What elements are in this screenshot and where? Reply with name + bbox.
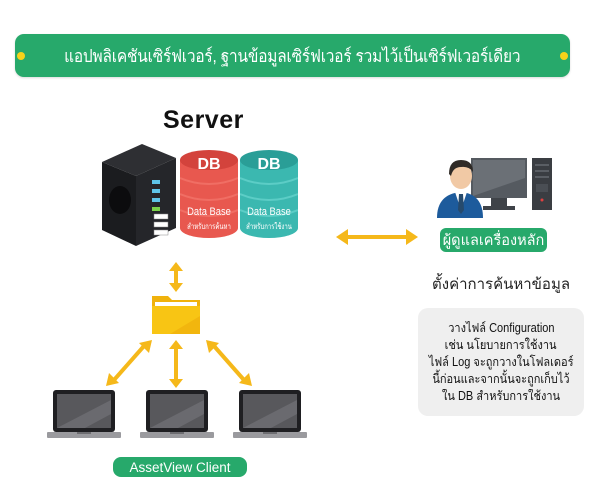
db-head-label: DB: [257, 156, 281, 173]
database-icon: [240, 150, 298, 238]
db-head-label: DB: [197, 156, 221, 173]
note-line: นี้ก่อนและจากนั้นจะถูกเก็บไว้: [432, 371, 570, 386]
db-purpose-label: สำหรับการค้นหา: [187, 222, 231, 231]
database-icon: [180, 150, 238, 238]
db-name-label: Data Base: [247, 206, 291, 218]
double-arrow-server-admin-icon: [336, 229, 418, 245]
note-line: เช่น นโยบายการใช้งาน: [445, 337, 557, 352]
server-label: Server: [163, 106, 244, 134]
database-usage: DB Data Base สำหรับการใช้งาน: [240, 150, 298, 238]
bullet-dot-right: [559, 51, 568, 60]
admin-computer-icon: [437, 158, 552, 218]
config-note: วางไฟล์ Configuration เช่น นโยบายการใช้ง…: [418, 308, 584, 416]
server-tower-icon: [102, 144, 176, 246]
double-arrow-folder-laptop-2-icon: [169, 340, 183, 388]
admin-task-label: ตั้งค่าการค้นหาข้อมูล: [432, 276, 571, 293]
client-badge: AssetView Client: [113, 457, 247, 477]
note-line: ใน DB สำหรับการใช้งาน: [442, 388, 560, 403]
bullet-dot-left: [17, 51, 26, 60]
admin-badge: ผู้ดูแลเครื่องหลัก: [440, 228, 547, 252]
database-search: DB Data Base สำหรับการค้นหา: [180, 150, 238, 238]
double-arrow-folder-laptop-3-icon: [206, 340, 252, 386]
folder-icon: [152, 296, 200, 334]
double-arrow-folder-laptop-1-icon: [106, 340, 152, 386]
db-name-label: Data Base: [187, 206, 231, 218]
note-line: ไฟล์ Log จะถูกวางในโฟลเดอร์: [428, 354, 574, 369]
note-line: วางไฟล์ Configuration: [447, 320, 555, 335]
double-arrow-server-folder-icon: [169, 262, 183, 292]
header-banner: แอปพลิเคชันเซิร์ฟเวอร์, ฐานข้อมูลเซิร์ฟเ…: [15, 34, 570, 77]
banner-title: แอปพลิเคชันเซิร์ฟเวอร์, ฐานข้อมูลเซิร์ฟเ…: [64, 45, 521, 66]
db-purpose-label: สำหรับการใช้งาน: [246, 222, 292, 231]
laptop-icon: [233, 390, 307, 438]
laptop-icon: [47, 390, 121, 438]
laptop-icon: [140, 390, 214, 438]
